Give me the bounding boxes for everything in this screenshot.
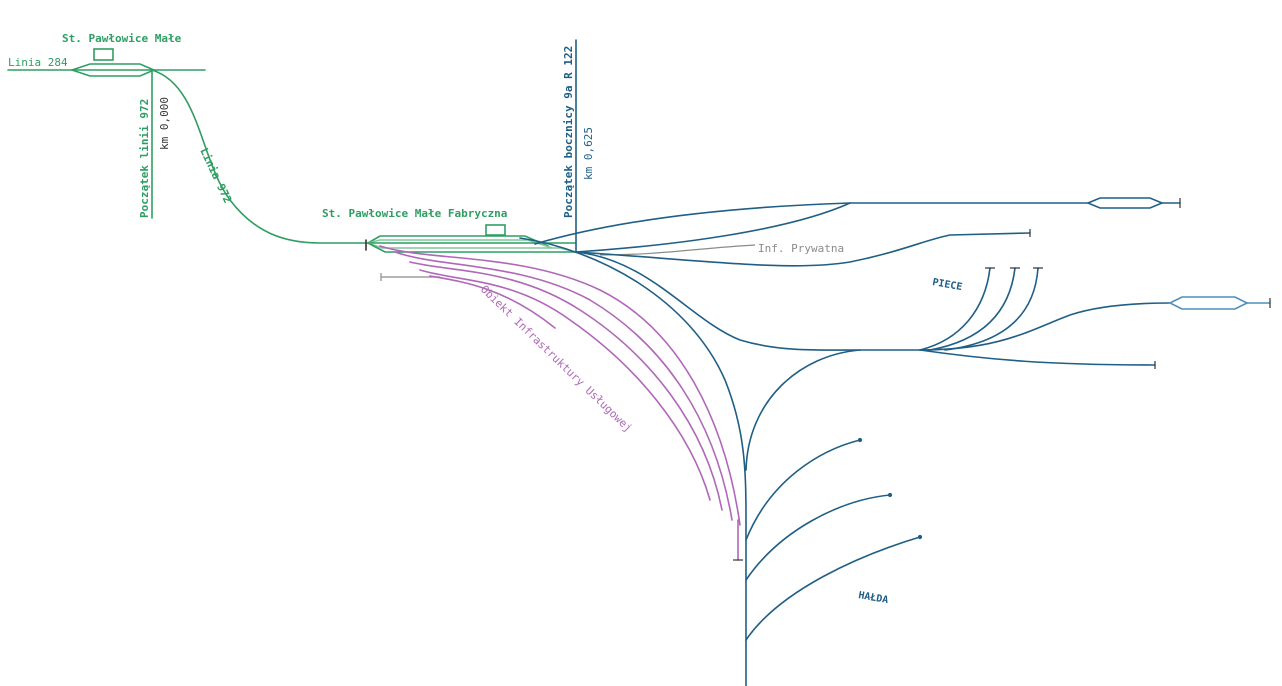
piece-right-track bbox=[919, 302, 1171, 351]
private-infra-track bbox=[599, 244, 756, 256]
station-building-factory bbox=[485, 224, 506, 236]
halda-end-3 bbox=[917, 534, 923, 540]
factory-station-tracks bbox=[365, 224, 576, 253]
label-station-top: St. Pawłowice Małe bbox=[62, 32, 182, 45]
siding-middle-track bbox=[575, 232, 1031, 267]
siding-main-curve bbox=[519, 237, 747, 686]
label-siding-start: Początek bocznicy 9a R 122 bbox=[562, 46, 575, 218]
label-start-972: Początek linii 972 bbox=[138, 99, 151, 218]
service-track-5 bbox=[429, 275, 556, 329]
factory-track-4 bbox=[367, 242, 576, 253]
label-private-infra: Inf. Prywatna bbox=[758, 242, 844, 255]
siding-tracks bbox=[519, 39, 1271, 686]
halda-branch-3 bbox=[745, 536, 921, 641]
service-track-1 bbox=[379, 245, 741, 526]
label-service-infra: Obiekt Infrastruktury Usługowej bbox=[478, 283, 635, 435]
label-line-284: Linia 284 bbox=[8, 56, 68, 69]
piece-right-loop bbox=[1168, 296, 1249, 310]
piece-branch-2 bbox=[929, 267, 1016, 351]
halda-end-2 bbox=[887, 492, 893, 498]
label-halda: HAŁDA bbox=[857, 590, 889, 606]
label-km-0625: km 0,625 bbox=[582, 127, 595, 180]
label-station-factory: St. Pawłowice Małe Fabryczna bbox=[322, 207, 507, 220]
halda-branch-1 bbox=[745, 439, 861, 541]
siding-to-piece-track bbox=[575, 251, 921, 351]
piece-branch-3 bbox=[944, 267, 1039, 351]
siding-upper-track bbox=[534, 202, 1089, 245]
green-track-group bbox=[7, 48, 369, 244]
factory-track-5 bbox=[367, 242, 576, 253]
factory-track-2 bbox=[367, 239, 553, 249]
service-track-2 bbox=[394, 251, 733, 521]
label-piece: PIECE bbox=[931, 277, 963, 293]
halda-end-1 bbox=[857, 437, 863, 443]
halda-to-piece-curve bbox=[745, 349, 861, 471]
service-track-3 bbox=[409, 261, 723, 511]
piece-lower-track bbox=[919, 349, 1156, 366]
piece-branch-1 bbox=[919, 267, 991, 351]
label-km-000: km 0,000 bbox=[158, 97, 171, 150]
label-line-972: Linia 972 bbox=[197, 146, 234, 206]
halda-branch-2 bbox=[745, 494, 891, 581]
station-building-top bbox=[93, 48, 114, 61]
siding-upper-branch bbox=[575, 202, 851, 253]
service-track-4 bbox=[419, 269, 711, 501]
siding-upper-loop bbox=[1085, 197, 1165, 209]
line-972-curve bbox=[151, 69, 369, 244]
service-infrastructure-tracks bbox=[379, 245, 743, 561]
